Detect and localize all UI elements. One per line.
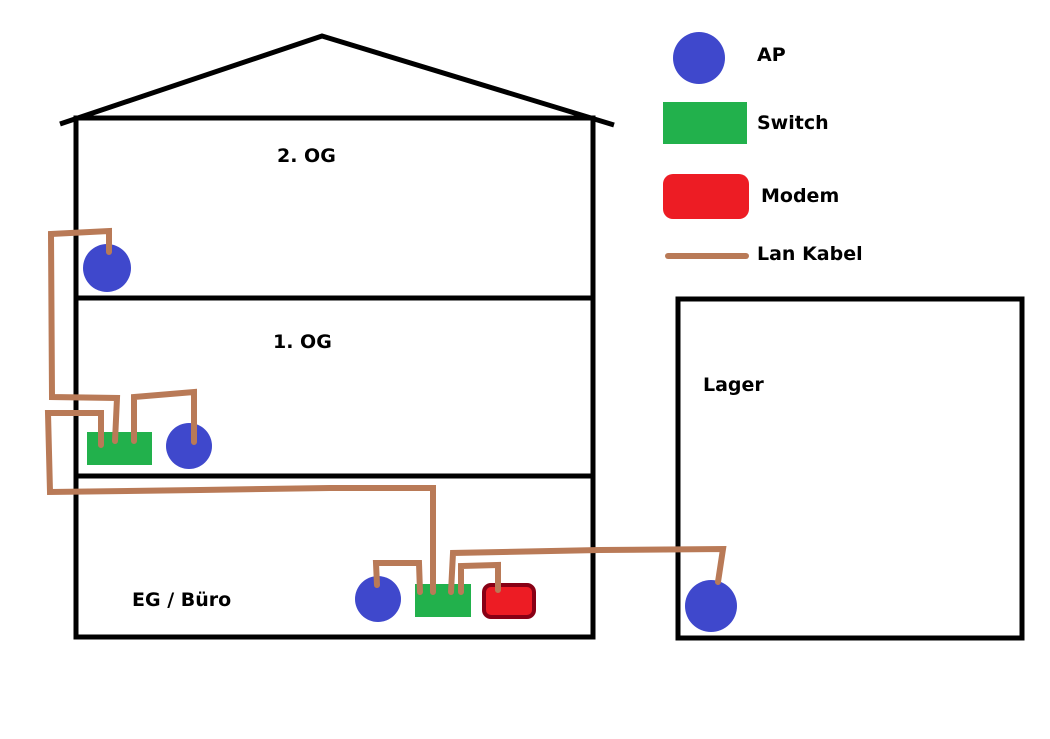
lan-cable-switch-og1-to-ap-og2: [47, 227, 121, 444]
ap-icon-og1: [166, 423, 212, 469]
lager-label: Lager: [703, 374, 764, 396]
lan-cable-switch-og1-to-ap-og1: [131, 388, 197, 445]
lan-cable-switch-eg-to-ap-lager: [448, 545, 727, 595]
switch-icon-og1: [87, 432, 152, 465]
floor-label-eg: EG / Büro: [132, 589, 231, 611]
legend-ap-label: AP: [757, 44, 786, 66]
legend: AP Switch Modem Lan Kabel: [663, 32, 863, 265]
floor-label-og2: 2. OG: [277, 145, 336, 167]
floor-label-og1: 1. OG: [273, 331, 332, 353]
legend-switch-label: Switch: [757, 112, 829, 134]
lan-cable-switch-eg-to-modem: [458, 561, 501, 595]
house-outline: [73, 115, 596, 640]
lan-cable-switch-eg-to-ap-eg: [372, 560, 423, 595]
modem-icon-eg: [482, 583, 536, 619]
lager-building: [675, 296, 1025, 641]
ap-icon-og2: [83, 244, 131, 292]
legend-modem-label: Modem: [761, 185, 839, 207]
legend-ap-icon: [673, 32, 725, 84]
legend-lan-cable-label: Lan Kabel: [757, 243, 863, 265]
ap-icon-eg: [355, 576, 401, 622]
legend-modem-icon: [663, 174, 749, 219]
ap-icon-lager: [685, 580, 737, 632]
house-roof: [59, 33, 615, 128]
lan-cable-switch-og1-to-switch-eg: [44, 410, 436, 595]
legend-switch-icon: [663, 102, 747, 144]
